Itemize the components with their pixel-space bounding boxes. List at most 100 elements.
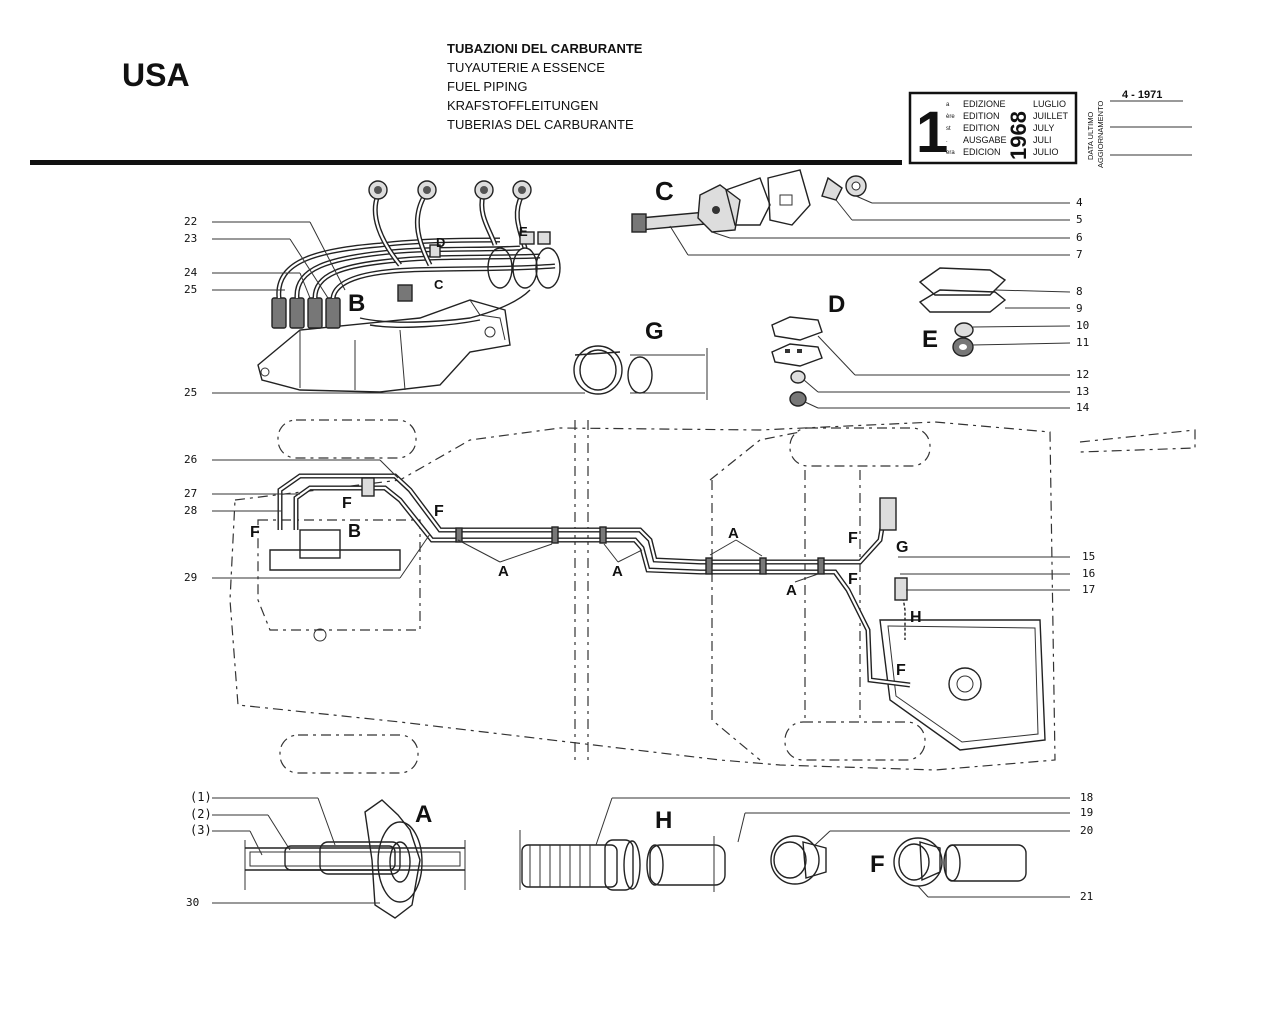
- callout-28: 28: [184, 504, 197, 517]
- update-date: 4 - 1971: [1122, 89, 1162, 101]
- title-block: TUBAZIONI DEL CARBURANTE TUYAUTERIE A ES…: [447, 41, 643, 132]
- pipe-clip-arrows: [457, 539, 819, 583]
- callout-29: 29: [184, 571, 197, 584]
- region-label: USA: [122, 57, 190, 93]
- callout-11: 11: [1076, 336, 1089, 349]
- callout-15: 15: [1082, 550, 1095, 563]
- chassis-leaders-left: [212, 459, 431, 579]
- chassis-leaders-right: [898, 556, 1070, 591]
- callout-p3: (3): [190, 823, 212, 837]
- callout-9: 9: [1076, 302, 1083, 315]
- label-f-detail: F: [870, 851, 885, 878]
- month-es: JULIO: [1033, 147, 1059, 157]
- label-d: D: [828, 291, 845, 318]
- ordinal-5: era: [946, 150, 955, 156]
- label-g: G: [645, 318, 664, 345]
- edition-word-it: EDIZIONE: [963, 99, 1006, 109]
- label-a-detail: A: [415, 801, 432, 828]
- callout-27: 27: [184, 487, 197, 500]
- update-label-2: AGGIORNAMENTO: [1096, 100, 1105, 168]
- month-en: JULY: [1033, 123, 1054, 133]
- callout-5: 5: [1076, 213, 1083, 226]
- label-a-1: A: [498, 563, 509, 580]
- callout-24: 24: [184, 266, 198, 279]
- callout-25-top: 25: [184, 283, 197, 296]
- callout-19: 19: [1080, 806, 1093, 819]
- label-h: H: [655, 807, 672, 834]
- detail-h-leaders: [595, 797, 1070, 846]
- rubber-blocks-e: [918, 267, 1007, 357]
- title-spanish: TUBERIAS DEL CARBURANTE: [447, 117, 634, 132]
- label-f-2: F: [342, 495, 352, 512]
- bracket-parts-c: [631, 169, 867, 233]
- edition-word-es: EDICION: [963, 147, 1001, 157]
- label-h-chassis: H: [910, 609, 922, 626]
- month-de: JULI: [1033, 135, 1052, 145]
- edition-box: 1 a ère st . era EDIZIONE EDITION EDITIO…: [908, 89, 1192, 168]
- callout-p2: (2): [190, 807, 212, 821]
- callout-7: 7: [1076, 248, 1083, 261]
- label-e-small: E: [519, 224, 528, 239]
- callout-30: 30: [186, 896, 199, 909]
- month-fr: JUILLET: [1033, 111, 1069, 121]
- update-label-1: DATA ULTIMO: [1086, 111, 1095, 160]
- edition-frame: [908, 91, 1078, 165]
- clamp-ring-g: [573, 345, 708, 400]
- callout-4: 4: [1076, 196, 1083, 209]
- detail-f-leader-a: [917, 885, 929, 898]
- label-a-2: A: [612, 563, 623, 580]
- month-it: LUGLIO: [1033, 99, 1066, 109]
- label-f-1: F: [250, 524, 260, 541]
- detail-a-leaders: [212, 797, 380, 904]
- label-d-small: D: [436, 235, 445, 250]
- pump-leaders: [212, 221, 346, 299]
- label-f-5: F: [848, 571, 858, 588]
- callout-10: 10: [1076, 319, 1089, 332]
- detail-a-grommet: [244, 799, 466, 919]
- callout-26: 26: [184, 453, 197, 466]
- label-c-small: C: [434, 277, 444, 292]
- edition-number: 1: [916, 100, 948, 165]
- label-a-4: A: [786, 582, 797, 599]
- title-french: TUYAUTERIE A ESSENCE: [447, 60, 605, 75]
- label-f-6: F: [896, 662, 906, 679]
- callout-23: 23: [184, 232, 197, 245]
- block-e-leaders: [971, 289, 1071, 346]
- label-b-chassis: B: [348, 521, 361, 541]
- callout-8: 8: [1076, 285, 1083, 298]
- injector-nut-3: [474, 180, 494, 200]
- block-d-leaders: [803, 335, 1070, 409]
- callout-25-bottom: 25: [184, 386, 197, 399]
- edition-year: 1968: [1006, 111, 1031, 160]
- injector-nut-1: [368, 180, 388, 200]
- injection-pump-assembly: [257, 180, 561, 393]
- callout-6: 6: [1076, 231, 1083, 244]
- callout-16: 16: [1082, 567, 1095, 580]
- callout-14: 14: [1076, 401, 1090, 414]
- vehicle-outline: [229, 419, 1196, 774]
- ordinal-3: st: [946, 126, 951, 132]
- rubber-blocks-d: [771, 316, 823, 407]
- ordinal-1: a: [946, 102, 950, 108]
- bracket-leaders: [669, 195, 1070, 256]
- callout-12: 12: [1076, 368, 1089, 381]
- injector-nut-2: [417, 180, 437, 200]
- callout-20: 20: [1080, 824, 1093, 837]
- ordinal-4: .: [946, 138, 948, 144]
- detail-f-clip: [893, 837, 1027, 887]
- edition-word-fr: EDITION: [963, 111, 1000, 121]
- label-f-4: F: [848, 530, 858, 547]
- label-a-3: A: [728, 525, 739, 542]
- title-german: KRAFSTOFFLEITUNGEN: [447, 98, 598, 113]
- label-f-3: F: [434, 503, 444, 520]
- edition-word-de: AUSGABE: [963, 135, 1007, 145]
- label-g-chassis: G: [896, 539, 908, 556]
- callout-18: 18: [1080, 791, 1093, 804]
- header-rule: [30, 160, 902, 165]
- label-b-pump: B: [348, 290, 365, 317]
- edition-word-en: EDITION: [963, 123, 1000, 133]
- title-italian: TUBAZIONI DEL CARBURANTE: [447, 41, 643, 56]
- callout-13: 13: [1076, 385, 1089, 398]
- label-c: C: [655, 176, 674, 206]
